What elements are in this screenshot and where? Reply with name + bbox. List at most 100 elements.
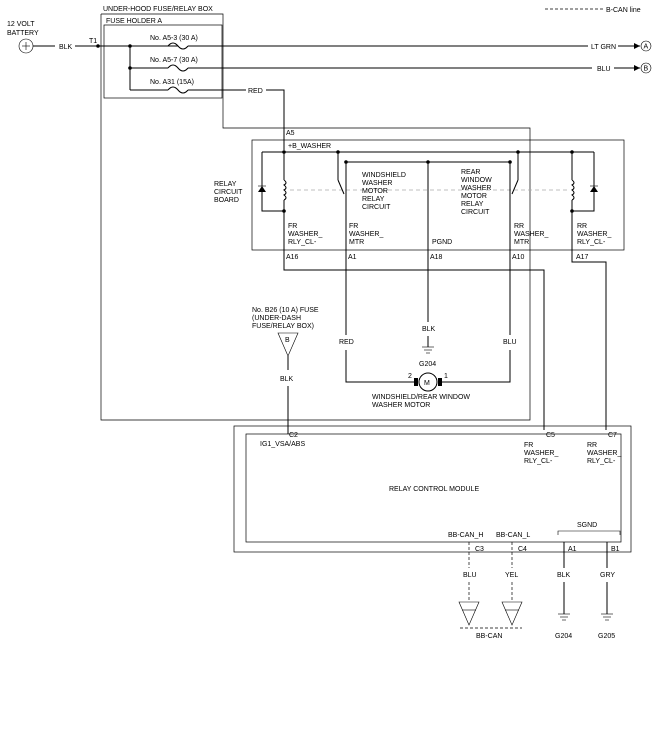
pin-a17-l2: WASHER_ (577, 231, 611, 238)
output-a-wire: LT GRN (591, 44, 616, 51)
output-b-wire: BLU (597, 66, 611, 73)
rcm-c4: C4 (518, 546, 527, 553)
b26-label-1: No. B26 (10 A) FUSE (252, 307, 319, 314)
rcm-a1: A1 (568, 546, 577, 553)
motor-wire-blu: BLU (503, 339, 517, 346)
output-a-ref: A (644, 44, 649, 51)
rcm-c2: C2 (289, 432, 298, 439)
bb-can-l-wire: YEL (501, 542, 523, 626)
ws-circuit-2: WASHER (362, 180, 392, 187)
pin-a17: A17 (576, 254, 589, 261)
relay-control-module: C2 IG1_VSA/ABS C5 FR WASHER_ RLY_CL- C7 … (233, 425, 632, 553)
ws-circuit-3: MOTOR (362, 188, 388, 195)
motor-pin-1: 1 (444, 373, 448, 380)
pin-a1-l2: WASHER_ (349, 231, 383, 238)
motor-ground: G204 (419, 361, 436, 368)
rcm-c5-l2: WASHER_ (524, 450, 558, 457)
pin-a16-l2: WASHER_ (288, 231, 322, 238)
ws-circuit-4: RELAY (362, 196, 385, 203)
rcm-c7-l1: RR (587, 442, 597, 449)
rcm-can-l: BB-CAN_L (496, 532, 530, 539)
pin-a17-label: RR WASHER_ RLY_CL- (577, 223, 611, 246)
fuse-a31: No. A31 (15A) (150, 79, 194, 94)
rcm-c7-l3: RLY_CL- (587, 458, 616, 465)
rcm-c5: C5 (546, 432, 555, 439)
rcm-c5-l3: RLY_CL- (524, 458, 553, 465)
windshield-relay-circuit: WINDSHIELD WASHER MOTOR RELAY CIRCUIT (362, 172, 406, 211)
motor-wire-red: RED (339, 339, 354, 346)
fuse-a5-7-label: No. A5-7 (30 A) (150, 57, 198, 64)
b26-label-3: FUSE/RELAY BOX) (252, 323, 314, 330)
fuse-holder-label: FUSE HOLDER A (106, 18, 162, 25)
relay-board-title-2: CIRCUIT (214, 189, 243, 196)
rcm-c2-label: IG1_VSA/ABS (260, 441, 305, 448)
connector-ref-a (640, 40, 652, 52)
pin-a1: A1 (348, 254, 357, 261)
pin-a18-l1: PGND (432, 239, 452, 246)
a1-wire: BLK (557, 572, 571, 579)
rear-relay-circuit: REAR WINDOW WASHER MOTOR RELAY CIRCUIT (461, 169, 492, 216)
motor-wire-blk: BLK (422, 326, 436, 333)
pin-a16-l1: FR (288, 223, 297, 230)
pin-a17-l3: RLY_CL- (577, 239, 606, 246)
pin-a10-label: RR WASHER_ MTR (514, 223, 548, 246)
pin-a1-l3: MTR (349, 239, 364, 246)
rcm-c5-l1: FR (524, 442, 533, 449)
pin-a16-label: FR WASHER_ RLY_CL- (288, 223, 322, 246)
c4-wire: YEL (505, 572, 518, 579)
bcan-legend-label: B-CAN line (606, 7, 641, 14)
battery: 12 VOLT BATTERY BLK T1 (7, 21, 97, 54)
pin-a17-l1: RR (577, 223, 587, 230)
bus-label: +B_WASHER (288, 143, 331, 150)
fuse-a31-wire: RED (248, 88, 263, 95)
pin-a10: A10 (512, 254, 525, 261)
rw-circuit-3: WASHER (461, 185, 491, 192)
g204-label: G204 (555, 633, 572, 640)
g205-label: G205 (598, 633, 615, 640)
battery-wire-color: BLK (59, 44, 73, 51)
a1-ground-wire: BLK G204 (555, 542, 572, 640)
underhood-box-title: UNDER-HOOD FUSE/RELAY BOX (103, 6, 213, 13)
output-b-ref: B (644, 66, 649, 73)
pin-a16: A16 (286, 254, 299, 261)
b26-label-2: (UNDER-DASH (252, 315, 301, 322)
fuse-a5-7: No. A5-7 (30 A) (150, 57, 198, 72)
b26-fuse: No. B26 (10 A) FUSE (UNDER-DASH FUSE/REL… (252, 307, 319, 434)
b1-ground-wire: GRY G205 (598, 542, 615, 640)
bbcan-label: BB-CAN (476, 633, 502, 640)
fuse-a31-label: No. A31 (15A) (150, 79, 194, 86)
rw-circuit-4: MOTOR (461, 193, 487, 200)
pin-a5: A5 (286, 130, 295, 137)
connector-ref-b (640, 62, 652, 74)
washer-motor: M 2 1 WINDSHIELD/REAR WINDOW WASHER MOTO… (372, 372, 470, 409)
pin-a10-l1: RR (514, 223, 524, 230)
battery-title-2: BATTERY (7, 30, 39, 37)
b26-ref: B (285, 337, 290, 344)
pin-a10-l2: WASHER_ (514, 231, 548, 238)
motor-name-2: WASHER MOTOR (372, 402, 430, 409)
rcm-c3: C3 (475, 546, 484, 553)
rcm-b1: B1 (611, 546, 620, 553)
rw-circuit-2: WINDOW (461, 177, 492, 184)
rcm-can-h: BB-CAN_H (448, 532, 483, 539)
underhood-fuse-box: UNDER-HOOD FUSE/RELAY BOX FUSE HOLDER A (100, 6, 531, 421)
pin-a10-l3: MTR (514, 239, 529, 246)
rcm-c7: C7 (608, 432, 617, 439)
ground-g204-top (422, 346, 434, 354)
battery-title-1: 12 VOLT (7, 21, 35, 28)
pin-a1-l1: FR (349, 223, 358, 230)
rcm-name: RELAY CONTROL MODULE (389, 486, 479, 493)
legend: B-CAN line (545, 7, 641, 14)
ws-circuit-1: WINDSHIELD (362, 172, 406, 179)
relay-board-title-1: RELAY (214, 181, 237, 188)
pin-a18: A18 (430, 254, 443, 261)
b26-wire: BLK (280, 376, 294, 383)
pin-a16-l3: RLY_CL- (288, 239, 317, 246)
motor-name-1: WINDSHIELD/REAR WINDOW (372, 394, 470, 401)
bb-can-h-wire: BLU (458, 542, 480, 626)
battery-terminal: T1 (89, 38, 97, 45)
relay-circuit-board: RELAY CIRCUIT BOARD A5 +B_WASHER (214, 130, 625, 251)
rcm-sgnd: SGND (577, 522, 597, 529)
relay-board-title-3: BOARD (214, 197, 239, 204)
